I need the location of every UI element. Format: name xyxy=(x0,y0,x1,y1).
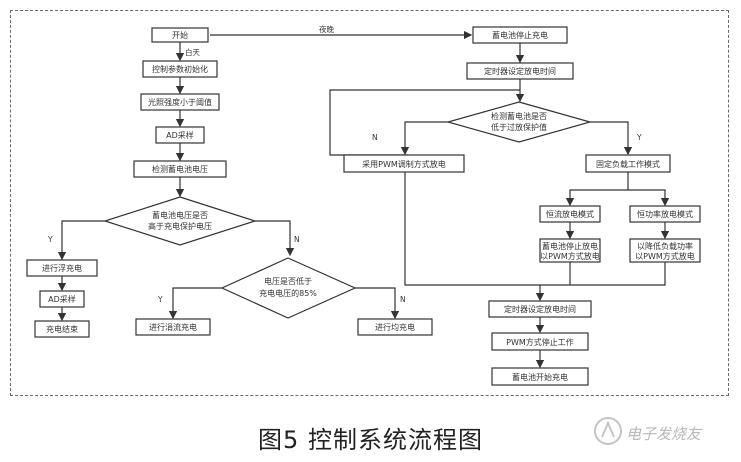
node-stop-pwm-b-line1: 以降低负载功率 xyxy=(637,241,693,251)
node-equal-charge: 进行均充电 xyxy=(357,318,433,336)
node-float-charge: 进行浮充电 xyxy=(26,259,98,277)
node-stop-pwm-b: 以降低负载功率 以PWM方式放电 xyxy=(629,238,701,263)
node-charge-end-label: 充电结束 xyxy=(46,324,78,334)
node-equal-charge-label: 进行均充电 xyxy=(375,322,415,332)
node-stop-work: PWM方式停止工作 xyxy=(491,332,589,351)
node-start-label: 开始 xyxy=(172,30,188,40)
decision-overdischarge-line2: 低于过放保护值 xyxy=(491,122,547,132)
node-set-timer: 定时器设定放电时间 xyxy=(466,62,574,80)
node-constant-power-label: 恒功率放电模式 xyxy=(637,209,693,219)
edge-label-night: 夜晚 xyxy=(319,24,334,34)
node-fixed-mode-label: 固定负载工作模式 xyxy=(596,159,660,169)
node-constant-current-label: 恒流放电模式 xyxy=(546,209,594,219)
node-stop-charge-label: 蓄电池停止充电 xyxy=(492,30,548,40)
node-resume-charge: 蓄电池开始充电 xyxy=(491,367,589,386)
node-set-timer-label: 定时器设定放电时间 xyxy=(484,66,556,76)
node-pwm-discharge-label: 采用PWM调制方式放电 xyxy=(362,159,446,169)
node-ad-sample-2: AD采样 xyxy=(39,290,85,308)
edge-label-dec1-yes: Y xyxy=(47,235,53,244)
node-stop-pwm-a-line2: 以PWM方式放电 xyxy=(540,251,600,261)
node-stop-pwm-b-line2: 以PWM方式放电 xyxy=(635,251,695,261)
node-float-charge-label: 进行浮充电 xyxy=(42,263,82,273)
node-set-timer-2-label: 定时器设定放电时间 xyxy=(504,304,576,314)
decision-overvoltage-line2: 高于充电保护电压 xyxy=(148,221,212,231)
decision-undervoltage: 电压是否低于 充电电压的85% xyxy=(220,257,357,319)
edge-label-dec2-no: N xyxy=(400,295,406,304)
node-ad-sample: AD采样 xyxy=(155,126,205,144)
node-fixed-mode: 固定负载工作模式 xyxy=(585,154,671,173)
edge-label-day: 白天 xyxy=(185,47,200,57)
watermark-text: 电子发烧友 xyxy=(626,425,702,443)
node-stop-pwm-a-line1: 蓄电池停止放电 xyxy=(542,241,598,251)
node-pwm-discharge: 采用PWM调制方式放电 xyxy=(343,154,465,173)
node-bat-voltage: 检测蓄电池电压 xyxy=(133,160,227,178)
watermark-logo-icon xyxy=(594,417,622,445)
decision-undervoltage-line2: 充电电压的85% xyxy=(259,288,317,298)
decision-overdischarge-line1: 检测蓄电池是否 xyxy=(491,111,547,121)
flowchart: 夜晚 白天 Y N Y N N Y 开始 控制参数初始化 光照强度小于阈值 AD… xyxy=(26,24,701,386)
decision-overvoltage-line1: 蓄电池电压是否 xyxy=(152,210,208,220)
edge-label-dec3-no: N xyxy=(372,133,378,142)
node-bat-voltage-label: 检测蓄电池电压 xyxy=(152,164,208,174)
edge-label-dec2-yes: Y xyxy=(157,295,163,304)
node-constant-current: 恒流放电模式 xyxy=(539,205,601,223)
node-stop-work-label: PWM方式停止工作 xyxy=(506,337,574,347)
watermark: 电子发烧友 xyxy=(592,413,732,453)
node-init-params-label: 控制参数初始化 xyxy=(152,64,208,74)
edge-label-dec3-yes: Y xyxy=(636,133,642,142)
edge-label-dec1-no: N xyxy=(294,235,300,244)
figure-caption: 图5 控制系统流程图 xyxy=(258,426,483,454)
decision-overdischarge: 检测蓄电池是否 低于过放保护值 xyxy=(445,101,593,143)
node-trickle-charge: 进行涓流充电 xyxy=(135,318,211,336)
node-set-timer-2: 定时器设定放电时间 xyxy=(488,300,592,318)
node-stop-pwm-a: 蓄电池停止放电 以PWM方式放电 xyxy=(539,238,601,263)
node-day-check: 光照强度小于阈值 xyxy=(140,93,220,111)
connectors xyxy=(57,30,670,369)
diagram-frame xyxy=(10,10,729,396)
decision-undervoltage-line1: 电压是否低于 xyxy=(264,276,312,286)
node-constant-power: 恒功率放电模式 xyxy=(629,205,701,223)
node-ad-sample-label: AD采样 xyxy=(166,130,194,140)
decision-overvoltage: 蓄电池电压是否 高于充电保护电压 xyxy=(103,196,257,246)
node-init-params: 控制参数初始化 xyxy=(142,60,218,78)
node-charge-end: 充电结束 xyxy=(34,320,90,338)
node-start: 开始 xyxy=(151,27,209,43)
node-ad-sample-2-label: AD采样 xyxy=(48,294,76,304)
node-stop-charge: 蓄电池停止充电 xyxy=(472,26,568,44)
node-day-check-label: 光照强度小于阈值 xyxy=(148,97,212,107)
node-trickle-charge-label: 进行涓流充电 xyxy=(149,322,197,332)
node-resume-charge-label: 蓄电池开始充电 xyxy=(512,372,568,382)
